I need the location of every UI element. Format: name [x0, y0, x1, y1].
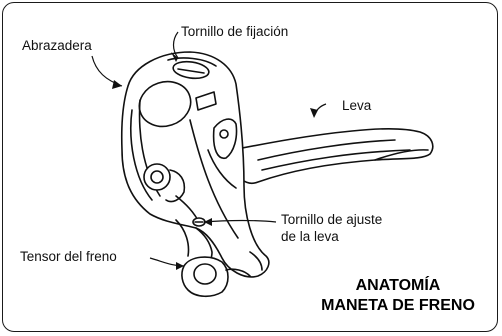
- title-line1: ANATOMÍA: [308, 276, 488, 296]
- label-lever: Leva: [342, 98, 371, 114]
- barrel-part: [144, 164, 170, 190]
- label-brake-tensioner: Tensor del freno: [20, 249, 117, 265]
- label-clamp: Abrazadera: [22, 38, 92, 54]
- label-adjust-line1: Tornillo de ajuste: [281, 212, 382, 228]
- leader-clamp: [92, 56, 122, 86]
- title-line2: MANETA DE FRENO: [298, 296, 498, 316]
- label-adjust-line2: de la leva: [281, 229, 339, 245]
- label-fixing-screw: Tornillo de fijación: [181, 24, 288, 40]
